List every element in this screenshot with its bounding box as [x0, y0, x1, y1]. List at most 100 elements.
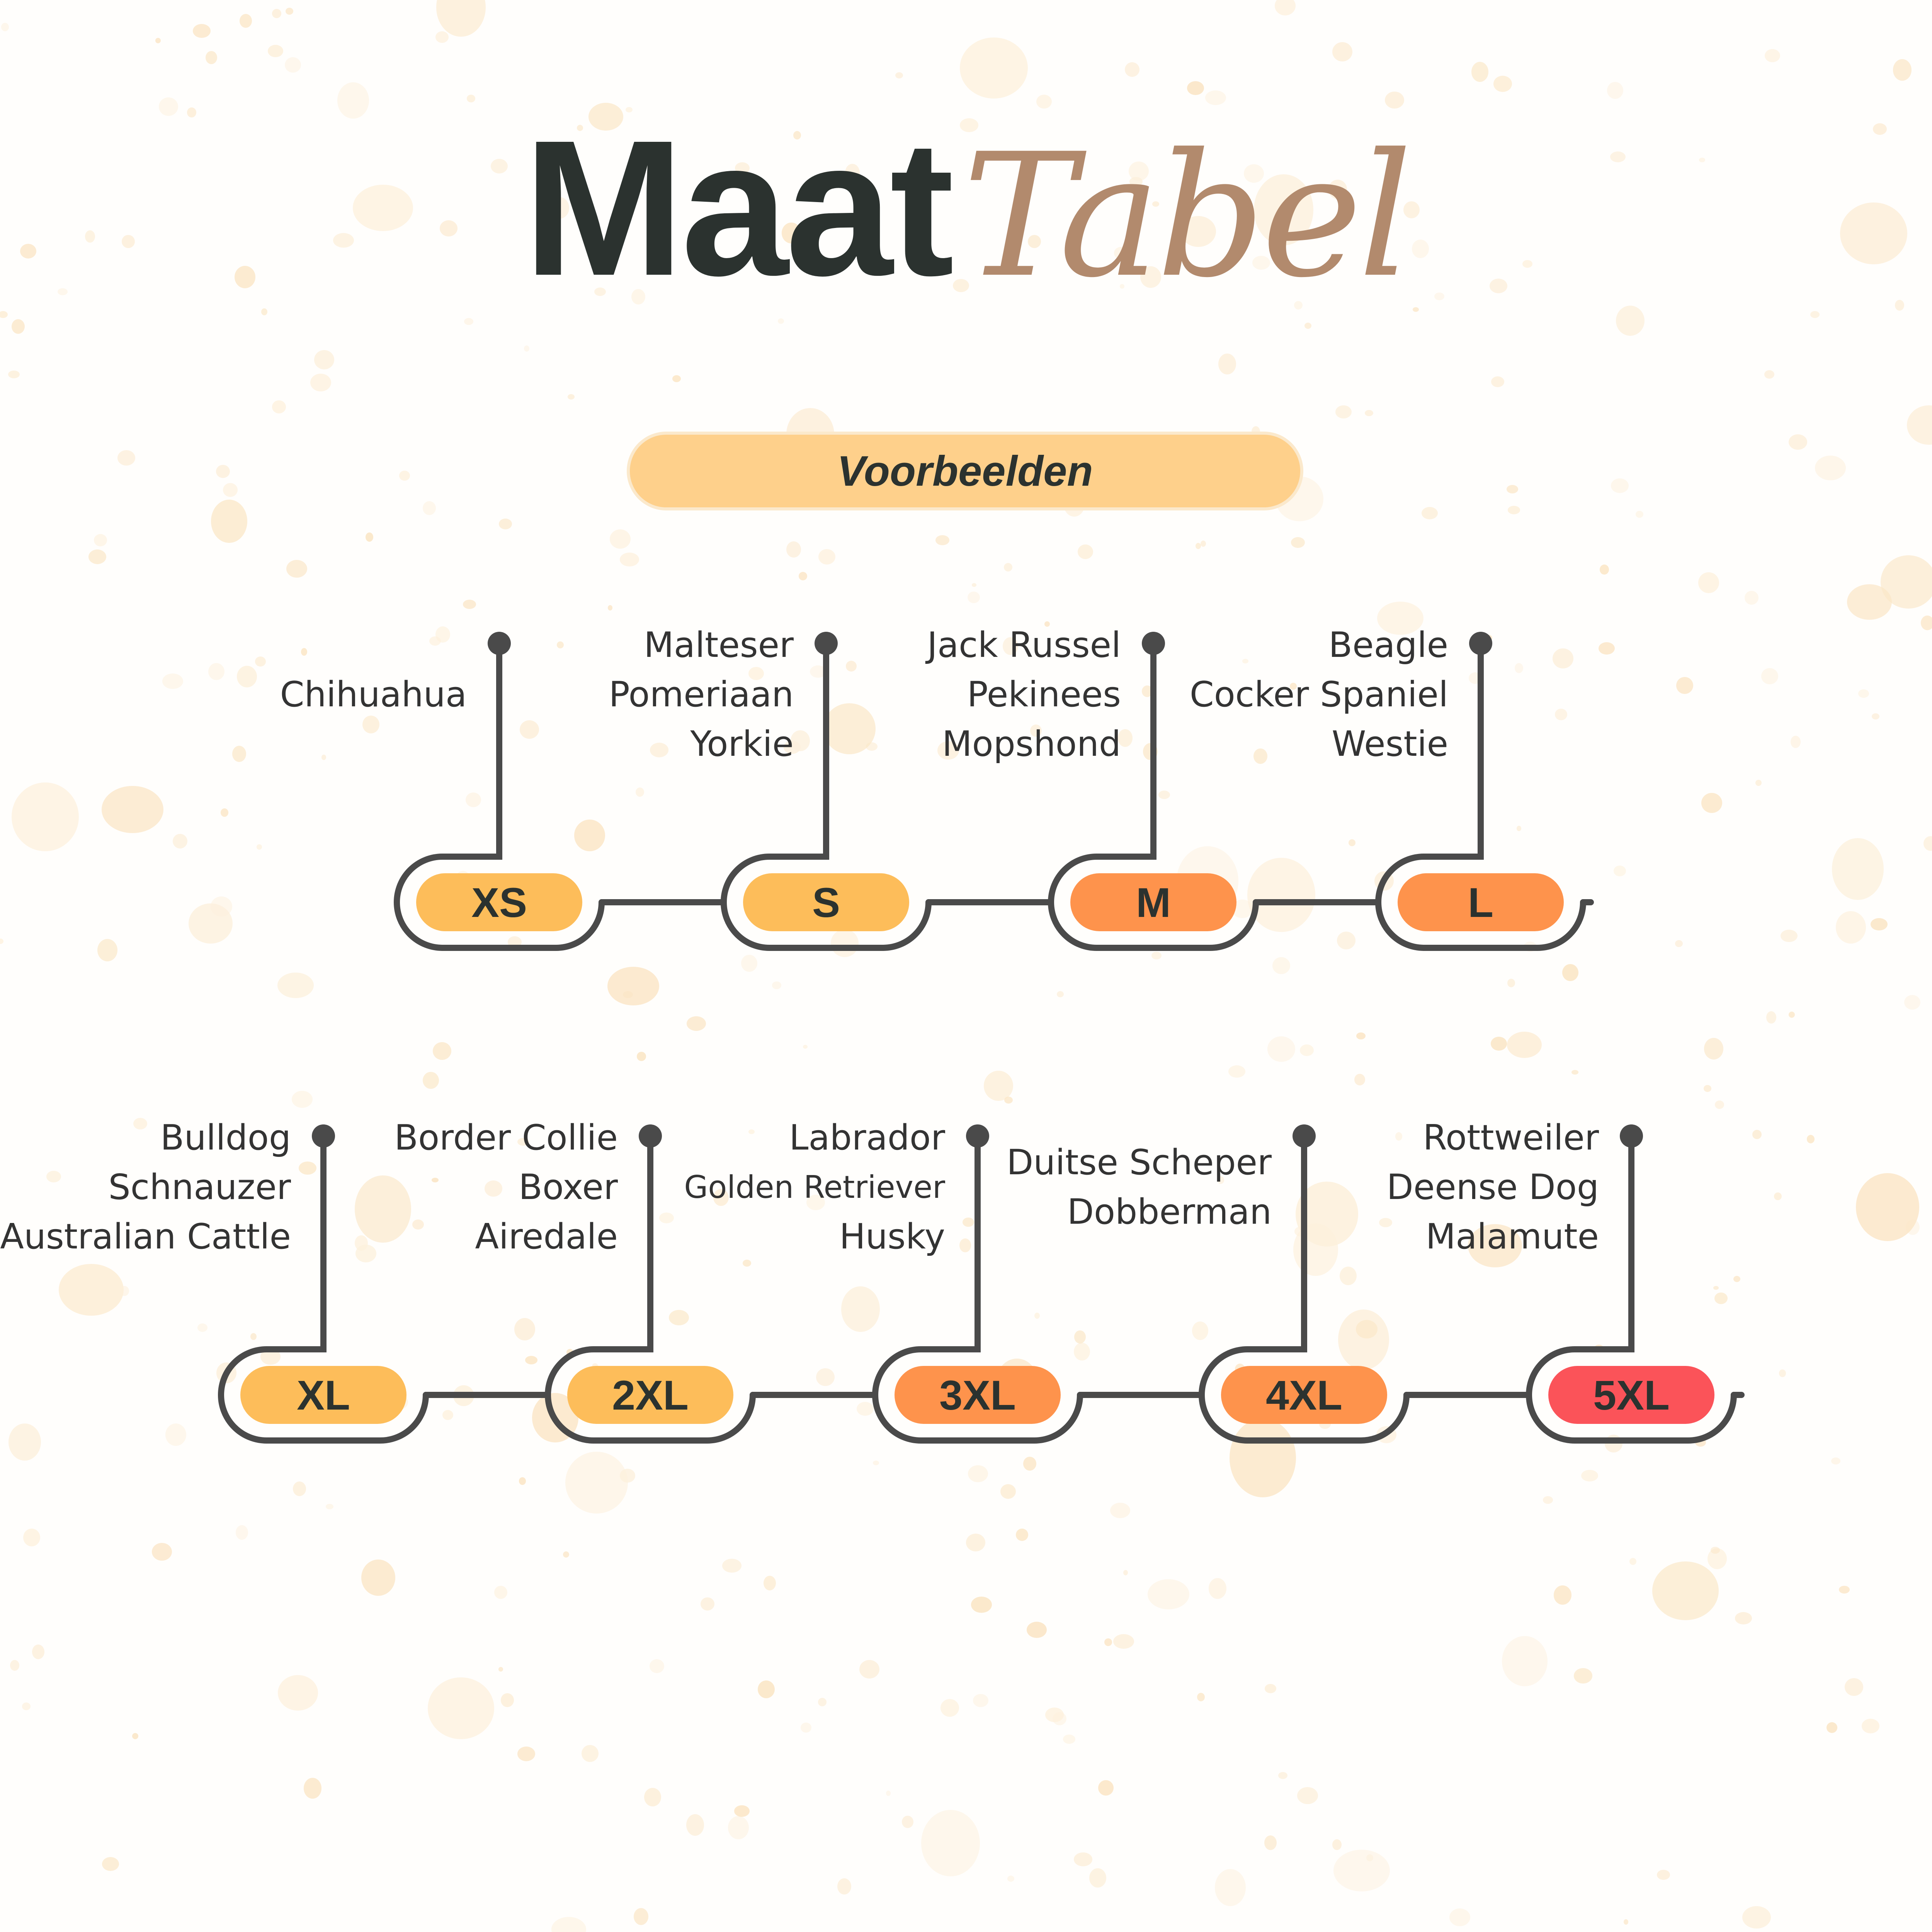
speckle: [1713, 1286, 1719, 1290]
speckle: [1016, 1529, 1028, 1541]
speckle: [1148, 1579, 1189, 1609]
speckle: [1332, 42, 1352, 61]
speckle: [1296, 1182, 1358, 1247]
speckle: [1253, 748, 1267, 764]
speckle: [1030, 724, 1042, 737]
speckle: [1057, 991, 1064, 997]
subtitle-banner: Voorbeelden: [630, 435, 1300, 507]
speckle: [1701, 793, 1722, 813]
speckle: [193, 24, 211, 38]
speckle: [304, 1778, 321, 1799]
speckle: [1044, 621, 1050, 627]
speckle: [1676, 677, 1693, 694]
speckle: [1252, 256, 1270, 270]
speckle: [517, 1138, 529, 1146]
speckle: [1553, 648, 1573, 668]
speckle: [634, 1908, 648, 1925]
speckle: [260, 1349, 281, 1365]
speckle: [428, 1677, 494, 1739]
speckle: [485, 1180, 502, 1197]
marker-dot: [966, 1124, 989, 1148]
speckle: [1517, 826, 1521, 831]
breed-name: Airedale: [475, 1216, 618, 1257]
speckle: [97, 939, 117, 961]
size-marker-line: [545, 1133, 756, 1444]
speckle: [442, 1410, 453, 1420]
speckle: [841, 1286, 880, 1332]
speckle: [741, 955, 757, 972]
speckle: [1711, 1547, 1720, 1554]
speckle: [1616, 306, 1645, 336]
speckle: [748, 1129, 755, 1134]
speckle: [117, 450, 135, 466]
speckle: [1856, 1173, 1919, 1241]
speckle: [467, 95, 475, 102]
speckle: [1123, 1570, 1128, 1575]
speckle: [1704, 1085, 1711, 1092]
speckle: [594, 287, 606, 296]
speckle: [1197, 1693, 1205, 1701]
speckle: [806, 1195, 825, 1210]
marker-dot: [1293, 1124, 1316, 1148]
speckle: [550, 197, 569, 219]
breed-name: Cocker Spaniel: [1189, 674, 1448, 715]
speckle: [236, 1525, 248, 1540]
speckle: [1366, 1854, 1373, 1861]
speckle: [866, 742, 878, 751]
size-badge: 4XL: [1221, 1366, 1387, 1424]
breed-name: Beagle: [1328, 625, 1448, 665]
speckle: [1858, 689, 1869, 698]
speckle: [1228, 1065, 1245, 1078]
speckle: [1522, 260, 1532, 268]
breed-name: Malteser: [644, 625, 794, 665]
title-main: Maat: [523, 100, 954, 316]
speckle: [1562, 964, 1578, 981]
speckle: [1704, 1038, 1723, 1060]
speckle: [8, 371, 20, 378]
speckle: [1490, 279, 1507, 293]
speckle: [1104, 1638, 1112, 1646]
speckle: [1275, 0, 1296, 15]
speckle: [1907, 405, 1932, 445]
breed-name: Westie: [1332, 724, 1448, 764]
speckle: [261, 308, 267, 315]
breed-name: Golden Retriever: [684, 1169, 945, 1205]
speckle: [1244, 164, 1264, 183]
speckle: [0, 311, 8, 318]
speckle: [399, 471, 410, 481]
speckle: [1921, 616, 1932, 630]
marker-dot: [488, 632, 511, 655]
speckle: [816, 1368, 835, 1386]
speckle: [845, 164, 860, 182]
speckle: [1895, 300, 1904, 311]
speckle: [574, 820, 605, 851]
speckle: [285, 57, 301, 73]
speckle: [1045, 1708, 1064, 1722]
speckle: [1304, 323, 1311, 329]
speckle: [1209, 1578, 1226, 1599]
speckle: [463, 600, 476, 609]
speckle: [1265, 1684, 1276, 1693]
breed-name: Dobberman: [1067, 1192, 1272, 1232]
size-badge: M: [1070, 873, 1236, 931]
speckle: [1847, 584, 1892, 620]
speckle: [1881, 555, 1932, 609]
speckle: [857, 1402, 874, 1416]
marker-dot: [1469, 632, 1492, 655]
speckle: [250, 1333, 257, 1340]
speckle: [286, 560, 307, 578]
speckle: [1337, 932, 1355, 949]
speckle: [12, 782, 79, 851]
speckle: [799, 572, 807, 580]
speckle: [1471, 62, 1488, 82]
speckle: [1027, 1622, 1047, 1638]
speckle: [1543, 1496, 1553, 1504]
breed-name: Pomeriaan: [609, 674, 794, 715]
speckle: [1395, 1132, 1402, 1141]
speckle: [314, 350, 334, 369]
speckle: [1335, 405, 1352, 418]
speckle: [1403, 201, 1420, 218]
speckle: [20, 244, 36, 259]
